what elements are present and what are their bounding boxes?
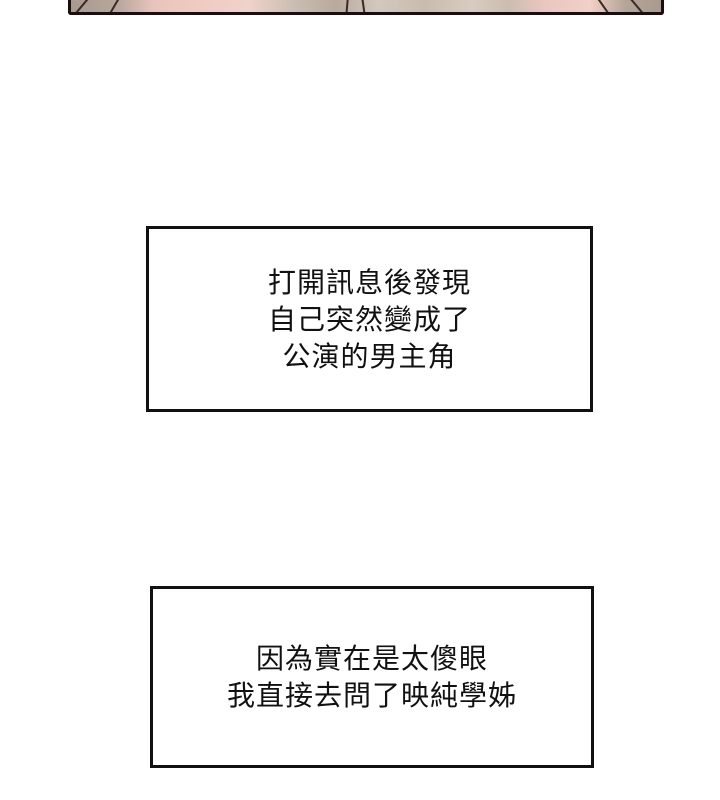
panel-art-stroke <box>71 0 91 12</box>
caption-box-2: 因為實在是太傻眼 我直接去問了映純學姊 <box>150 586 594 768</box>
caption-line: 我直接去問了映純學姊 <box>226 679 517 712</box>
comic-panel-image-top <box>68 0 664 15</box>
panel-art-stroke <box>595 0 614 12</box>
caption-line: 公演的男主角 <box>282 339 457 373</box>
caption-line: 自己突然變成了 <box>267 302 471 336</box>
panel-art-stroke <box>344 0 349 12</box>
panel-art-stroke <box>627 0 648 12</box>
panel-art-stroke <box>104 0 121 12</box>
caption-line: 因為實在是太傻眼 <box>255 642 488 675</box>
caption-box-1: 打開訊息後發現 自己突然變成了 公演的男主角 <box>146 226 593 412</box>
caption-line: 打開訊息後發現 <box>267 265 471 299</box>
panel-art-stroke <box>361 0 368 12</box>
